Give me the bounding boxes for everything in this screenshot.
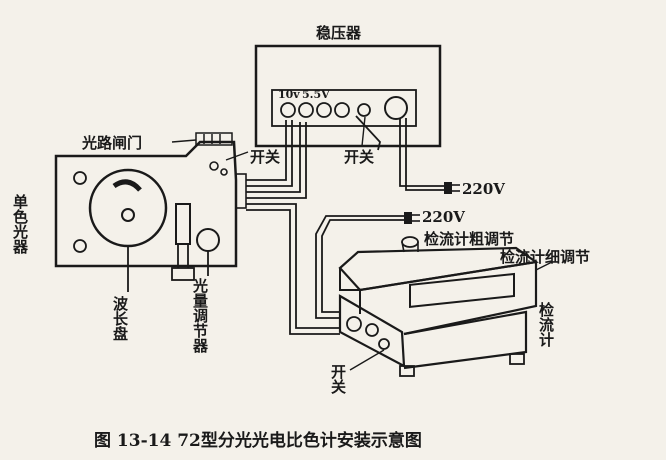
light-gate-label: 光路闸门 [81, 134, 142, 152]
terminal-knob [334, 102, 350, 118]
indicator-lamp [384, 96, 408, 120]
adjuster-knob [196, 228, 220, 252]
light-gate [195, 132, 233, 146]
galv-knob [365, 323, 379, 337]
terminal-knob [280, 102, 296, 118]
monochromator [54, 132, 247, 268]
figure-caption: 图 13-14 72型分光光电比色计安装示意图 [94, 430, 422, 451]
coarse-knob [401, 236, 419, 248]
regulator-label: 稳压器 [316, 24, 362, 42]
galv-knob [346, 316, 362, 332]
screw-hole [73, 239, 87, 253]
light-adjuster-label: 光量调节器 [191, 277, 209, 354]
switch-regulator-label: 开关 [344, 148, 374, 166]
voltage-5-5v-label: 5.5V [302, 88, 330, 101]
cables [246, 115, 444, 335]
terminal-knob [298, 102, 314, 118]
galvanometer-label: 检流计 [537, 301, 555, 348]
switch-top-label: 开关 [250, 148, 280, 166]
v220-galv-label: 220V [422, 208, 465, 226]
galv-coarse-label: 检流计粗调节 [424, 230, 514, 248]
switch-knob [357, 103, 371, 117]
adjuster-base [171, 267, 195, 281]
switch-bottom-label: 开关 [329, 364, 347, 395]
scale-window [409, 272, 515, 309]
screw-hole [73, 171, 87, 185]
mono-label: 单色光器 [11, 193, 29, 255]
adjuster-slot [175, 203, 191, 245]
regulator-plug-icon [444, 182, 460, 194]
galvanometer [338, 236, 539, 377]
galvanometer-plug-icon [404, 212, 420, 224]
dial-scale-window [112, 179, 142, 192]
v220-regulator-label: 220V [462, 180, 505, 198]
galv-switch [378, 338, 390, 350]
galv-fine-label: 检流计细调节 [500, 248, 590, 266]
terminal-knob [316, 102, 332, 118]
side-connector [235, 173, 247, 209]
voltage-regulator [254, 44, 442, 148]
wave-dial-label: 波长盘 [111, 295, 129, 341]
voltage-10v-label: 10v [278, 88, 300, 101]
